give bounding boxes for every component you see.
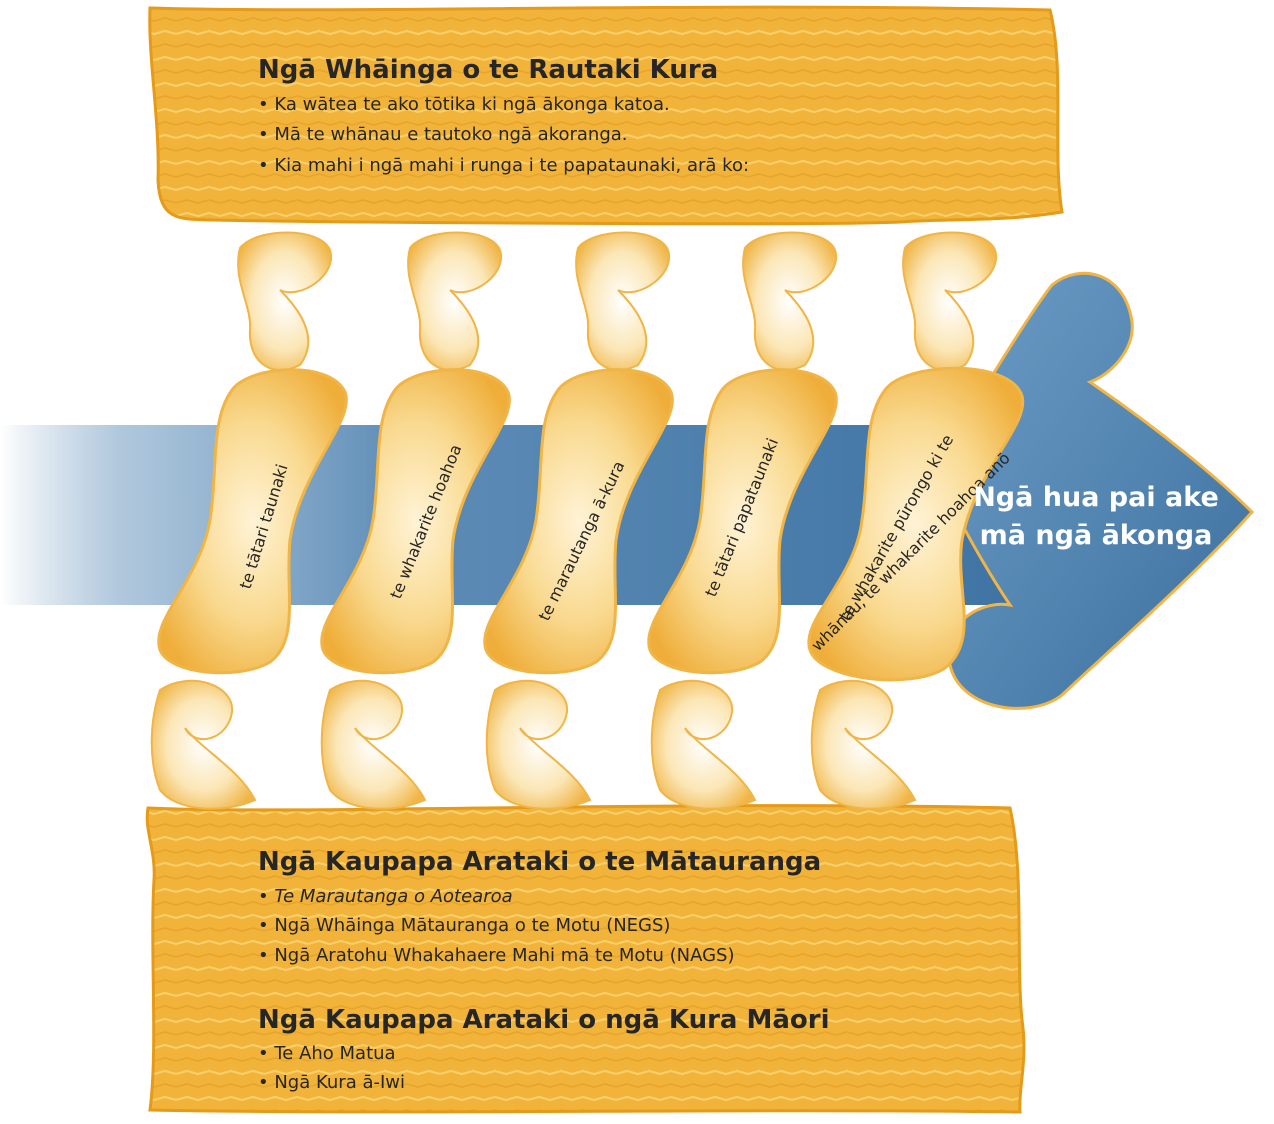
bottom-section-2-title: Ngā Kaupapa Arataki o ngā Kura Māori <box>258 1005 830 1035</box>
top-knot-4 <box>742 231 838 371</box>
bottom-section-1-title: Ngā Kaupapa Arataki o te Mātauranga <box>258 847 821 877</box>
coil-4 <box>647 368 838 675</box>
top-panel-title: Ngā Whāinga o te Rautaki Kura <box>258 55 718 85</box>
top-knots <box>237 231 998 371</box>
outcome-line-1: Ngā hua pai ake <box>973 482 1219 513</box>
top-knot-1 <box>237 231 333 371</box>
bottom-knots <box>150 679 917 810</box>
bottom-knot-1 <box>150 679 257 810</box>
bottom-knot-4 <box>650 679 757 810</box>
coils <box>157 366 1025 682</box>
top-knot-2 <box>407 231 503 371</box>
coil-1 <box>157 368 348 675</box>
top-knot-5 <box>902 231 998 371</box>
bottom-section-1-bullet-3: • Ngā Aratohu Whakahaere Mahi mā te Motu… <box>258 945 734 966</box>
bottom-knot-2 <box>320 679 427 810</box>
coil-3 <box>483 368 674 675</box>
bottom-section-2-bullet-2: • Ngā Kura ā-Iwi <box>258 1072 405 1093</box>
bottom-section-1-bullet-2: • Ngā Whāinga Mātauranga o te Motu (NEGS… <box>258 915 670 936</box>
coil-5 <box>807 366 1025 682</box>
top-panel-bullet-1: • Ka wātea te ako tōtika ki ngā ākonga k… <box>258 94 670 115</box>
bottom-section-2-bullet-1: • Te Aho Matua <box>258 1043 396 1064</box>
top-knot-3 <box>575 231 671 371</box>
coil-2 <box>320 368 511 675</box>
top-panel-bullet-3: • Kia mahi i ngā mahi i runga i te papat… <box>258 155 749 176</box>
bottom-knot-5 <box>810 679 917 810</box>
top-panel-bullet-2: • Mā te whānau e tautoko ngā akoranga. <box>258 124 628 145</box>
top-panel <box>148 5 1064 226</box>
bottom-knot-3 <box>485 679 592 810</box>
outcome-line-2: mā ngā ākonga <box>980 520 1213 551</box>
bottom-section-1-bullet-1: • Te Marautanga o Aotearoa <box>258 886 513 907</box>
bottom-panel <box>145 804 1026 1114</box>
